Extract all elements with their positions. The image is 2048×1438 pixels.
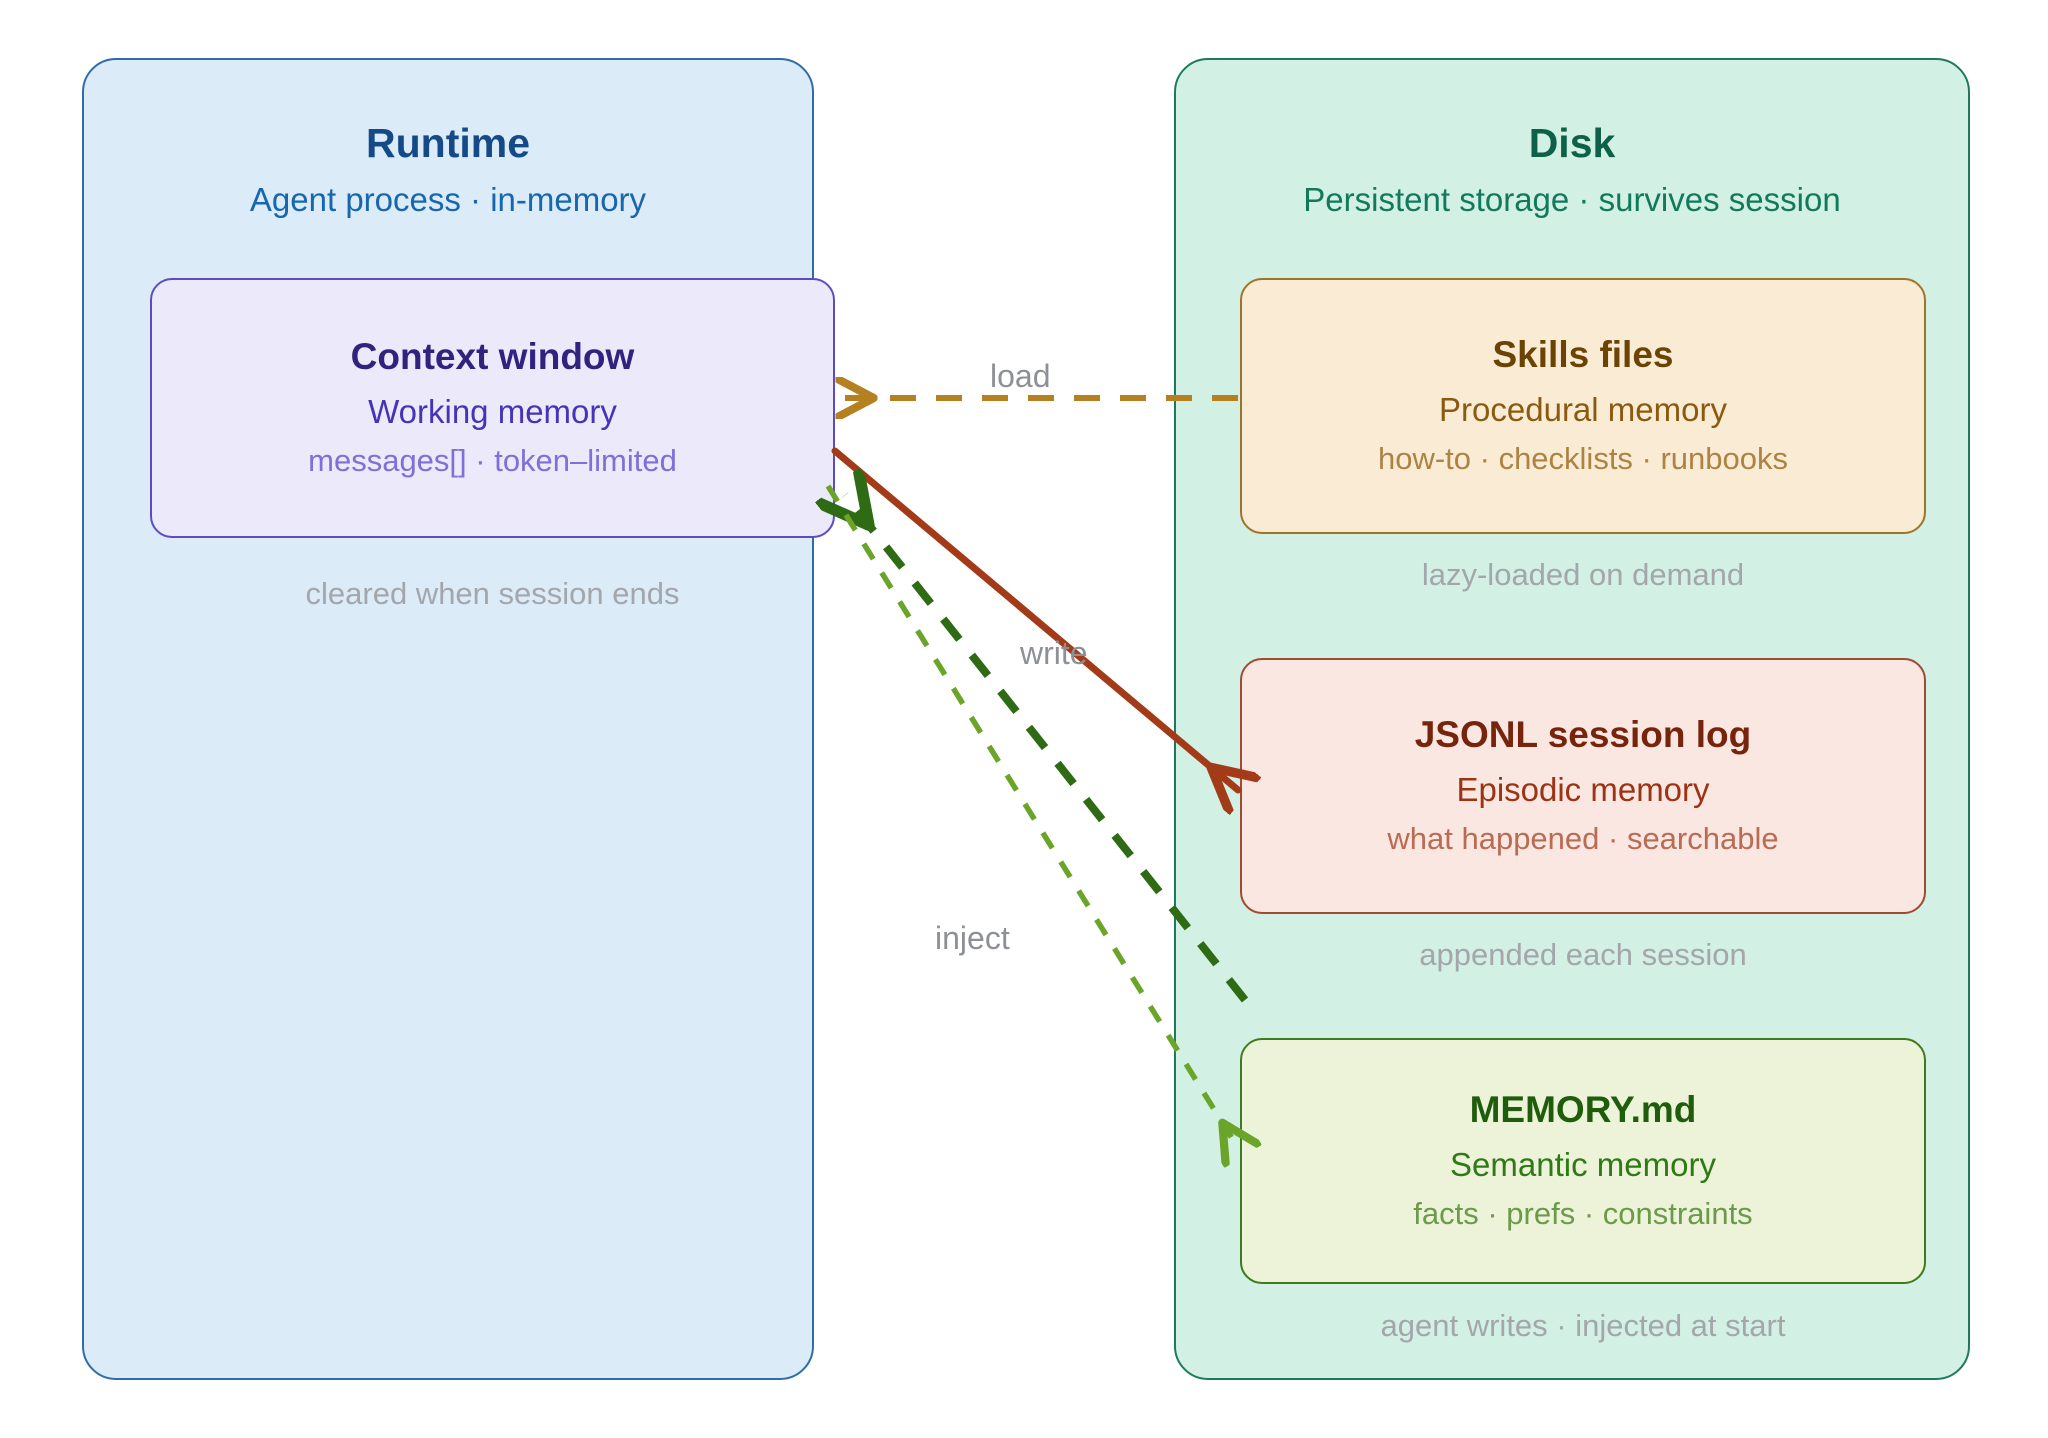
jsonl-session-log-caption: appended each session bbox=[1419, 937, 1747, 972]
context-window-card[interactable]: Context window Working memory messages[]… bbox=[150, 278, 835, 538]
memory-md-subtitle: Semantic memory bbox=[1450, 1146, 1716, 1184]
skills-files-subtitle: Procedural memory bbox=[1439, 391, 1727, 429]
edge-label-load: load bbox=[990, 358, 1051, 394]
context-window-title: Context window bbox=[350, 335, 635, 377]
runtime-caption: cleared when session ends bbox=[305, 576, 680, 611]
jsonl-session-log-subtitle: Episodic memory bbox=[1456, 771, 1710, 809]
edge-label-write: write bbox=[1020, 635, 1088, 671]
context-window-subtitle: Working memory bbox=[368, 393, 617, 431]
skills-files-title: Skills files bbox=[1492, 333, 1674, 375]
disk-panel-subtitle: Persistent storage · survives session bbox=[1303, 181, 1841, 219]
memory-md-detail: facts · prefs · constraints bbox=[1413, 1196, 1753, 1232]
runtime-panel: Runtime Agent process · in-memory bbox=[82, 58, 814, 1380]
memory-md-caption: agent writes · injected at start bbox=[1380, 1308, 1786, 1343]
skills-files-card[interactable]: Skills files Procedural memory how-to · … bbox=[1240, 278, 1926, 534]
edge-label-inject: inject bbox=[935, 920, 1010, 956]
skills-files-caption: lazy-loaded on demand bbox=[1421, 557, 1745, 592]
context-window-detail: messages[] · token–limited bbox=[308, 443, 677, 479]
runtime-panel-header: Runtime Agent process · in-memory bbox=[84, 120, 812, 222]
disk-panel-header: Disk Persistent storage · survives sessi… bbox=[1176, 120, 1968, 222]
jsonl-session-log-card[interactable]: JSONL session log Episodic memory what h… bbox=[1240, 658, 1926, 914]
runtime-panel-title: Runtime bbox=[366, 120, 530, 166]
jsonl-session-log-title: JSONL session log bbox=[1414, 713, 1752, 755]
jsonl-session-log-detail: what happened · searchable bbox=[1387, 821, 1779, 857]
runtime-panel-subtitle: Agent process · in-memory bbox=[249, 181, 647, 219]
disk-panel-title: Disk bbox=[1528, 120, 1616, 166]
memory-md-card[interactable]: MEMORY.md Semantic memory facts · prefs … bbox=[1240, 1038, 1926, 1284]
skills-files-detail: how-to · checklists · runbooks bbox=[1377, 441, 1789, 477]
memory-md-title: MEMORY.md bbox=[1469, 1088, 1697, 1130]
